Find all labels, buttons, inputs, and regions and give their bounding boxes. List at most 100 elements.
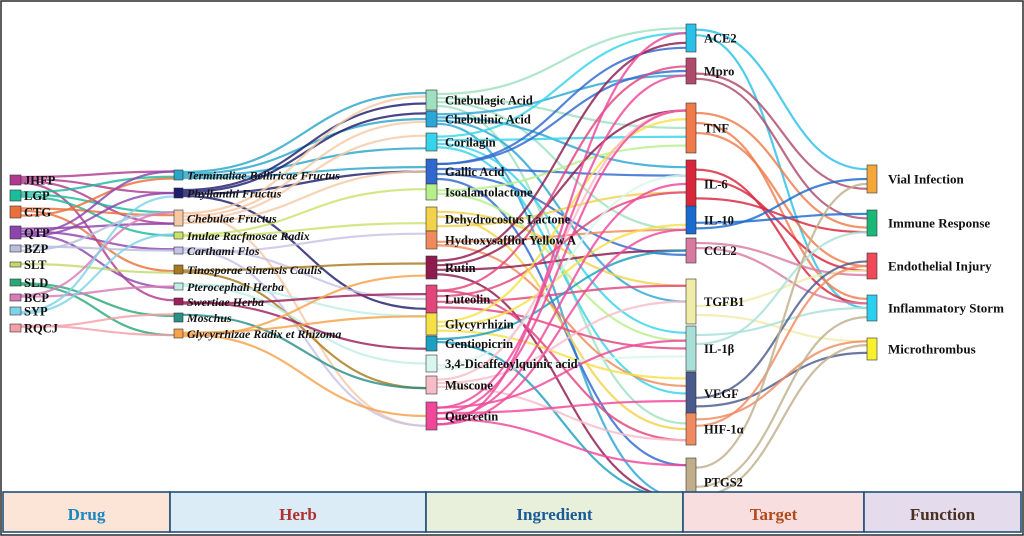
herb-node-7[interactable] — [173, 297, 184, 306]
band-label-target: Target — [750, 505, 798, 524]
target-node-0[interactable] — [685, 23, 697, 53]
function-node-0[interactable] — [866, 164, 878, 194]
flow-link-target-7-to-function-1 — [695, 231, 868, 346]
herb-node-3[interactable] — [173, 231, 184, 240]
ingredient-node-1[interactable] — [425, 110, 438, 128]
function-label-1: Immune Response — [888, 216, 990, 231]
flow-link-herb-0-to-ingredient-3 — [182, 166, 427, 180]
ingredient-node-2[interactable] — [425, 132, 438, 152]
flow-link-target-2-to-function-1 — [695, 111, 868, 229]
node-labels: JHFPLGPCTGQTPBZPSLTSLDBCPSYPRQCJTerminal… — [24, 32, 1004, 490]
herb-node-9[interactable] — [173, 328, 184, 339]
drug-node-8[interactable] — [9, 306, 22, 316]
drug-node-3[interactable] — [9, 225, 22, 240]
flow-link-target-9-to-function-4 — [695, 340, 868, 421]
flow-link-ingredient-2-to-target-7 — [436, 142, 687, 334]
node-bars — [9, 23, 878, 507]
flow-link-ingredient-4-to-target-2 — [436, 144, 687, 192]
flow-link-ingredient-7-to-target-10 — [436, 273, 687, 500]
herb-node-8[interactable] — [173, 312, 184, 323]
target-label-7: IL-1β — [704, 342, 735, 356]
flow-link-target-0-to-function-0 — [695, 28, 868, 171]
function-node-2[interactable] — [866, 252, 878, 280]
target-node-1[interactable] — [685, 57, 697, 85]
drug-label-2: CTG — [24, 206, 51, 220]
ingredient-node-11[interactable] — [425, 354, 438, 373]
ingredient-node-13[interactable] — [425, 401, 438, 431]
herb-node-2[interactable] — [173, 209, 184, 227]
flow-link-drug-4-to-herb-2 — [20, 211, 175, 252]
flow-link-herb-4-to-ingredient-8 — [182, 247, 427, 301]
target-node-5[interactable] — [685, 237, 697, 264]
target-node-9[interactable] — [685, 412, 697, 446]
ingredient-node-0[interactable] — [425, 89, 438, 111]
drug-node-5[interactable] — [9, 261, 22, 268]
ingredient-node-7[interactable] — [425, 255, 438, 280]
flow-link-ingredient-2-to-target-0 — [436, 32, 687, 138]
flow-link-ingredient-9-to-target-8 — [436, 329, 687, 380]
target-node-2[interactable] — [685, 102, 697, 154]
band-target — [682, 491, 865, 533]
flow-link-herb-4-to-ingredient-13 — [182, 248, 427, 427]
target-node-4[interactable] — [685, 205, 697, 235]
ingredient-node-8[interactable] — [425, 284, 438, 314]
herb-node-0[interactable] — [173, 169, 184, 181]
ingredient-node-9[interactable] — [425, 312, 438, 336]
drug-node-6[interactable] — [9, 278, 22, 287]
drug-node-0[interactable] — [9, 174, 22, 186]
ingredient-node-3[interactable] — [425, 158, 438, 185]
target-node-6[interactable] — [685, 278, 697, 325]
flow-link-ingredient-7-to-target-2 — [436, 109, 687, 267]
drug-label-6: SLD — [24, 276, 48, 290]
function-node-4[interactable] — [866, 337, 878, 361]
drug-label-7: BCP — [24, 291, 49, 305]
flow-link-ingredient-4-to-target-7 — [436, 192, 687, 342]
ingredient-node-5[interactable] — [425, 206, 438, 232]
drug-label-0: JHFP — [24, 174, 56, 188]
band-label-function: Function — [910, 505, 976, 524]
function-node-1[interactable] — [866, 209, 878, 237]
target-node-3[interactable] — [685, 159, 697, 209]
herb-node-4[interactable] — [173, 246, 184, 255]
flow-link-drug-3-to-herb-6 — [20, 232, 175, 289]
ingredient-node-10[interactable] — [425, 335, 438, 352]
herb-label-6: Pterocephali Herba — [187, 280, 284, 294]
band-label-drug: Drug — [68, 505, 106, 524]
flow-link-ingredient-8-to-target-9 — [436, 289, 687, 442]
herb-node-6[interactable] — [173, 282, 184, 291]
ingredient-node-12[interactable] — [425, 375, 438, 395]
flow-link-ingredient-12-to-target-6 — [436, 300, 687, 385]
drug-label-5: SLT — [24, 258, 47, 272]
drug-node-7[interactable] — [9, 293, 22, 302]
drug-node-1[interactable] — [9, 189, 22, 202]
drug-node-4[interactable] — [9, 244, 22, 253]
drug-node-2[interactable] — [9, 205, 22, 219]
herb-node-5[interactable] — [173, 264, 184, 275]
drug-node-9[interactable] — [9, 323, 22, 333]
target-label-6: TGFB1 — [704, 295, 744, 309]
flow-link-target-10-to-function-4 — [695, 344, 868, 498]
target-node-8[interactable] — [685, 371, 697, 416]
ingredient-label-5: Dehydrocostus Lactone — [445, 213, 571, 227]
herb-label-5: Tinosporae Sinensis Caulis — [187, 263, 322, 277]
ingredient-node-6[interactable] — [425, 230, 438, 250]
target-node-7[interactable] — [685, 325, 697, 372]
flow-link-drug-8-to-herb-3 — [20, 233, 175, 315]
function-node-3[interactable] — [866, 294, 878, 322]
flow-link-herb-2-to-ingredient-0 — [182, 95, 427, 215]
flow-link-ingredient-9-to-target-2 — [436, 118, 687, 323]
herb-node-1[interactable] — [173, 187, 184, 199]
flow-link-ingredient-0-to-target-2 — [436, 96, 687, 130]
target-label-3: IL-6 — [704, 178, 728, 192]
ingredient-node-4[interactable] — [425, 183, 438, 201]
target-label-4: IL-10 — [704, 214, 734, 228]
flow-link-drug-9-to-herb-8 — [20, 313, 175, 329]
herb-label-8: Moschus — [186, 311, 232, 325]
ingredient-label-1: Chebulinic Acid — [445, 113, 531, 127]
function-label-4: Microthrombus — [888, 342, 976, 357]
flow-link-target-4-to-function-0 — [695, 177, 868, 230]
ingredient-label-6: Hydroxysafflor Yellow A — [445, 234, 576, 248]
ingredient-label-0: Chebulagic Acid — [445, 94, 533, 108]
flow-link-target-4-to-function-1 — [695, 212, 868, 224]
ingredient-label-11: 3,4-Dicaffeoylquinic acid — [445, 357, 578, 371]
